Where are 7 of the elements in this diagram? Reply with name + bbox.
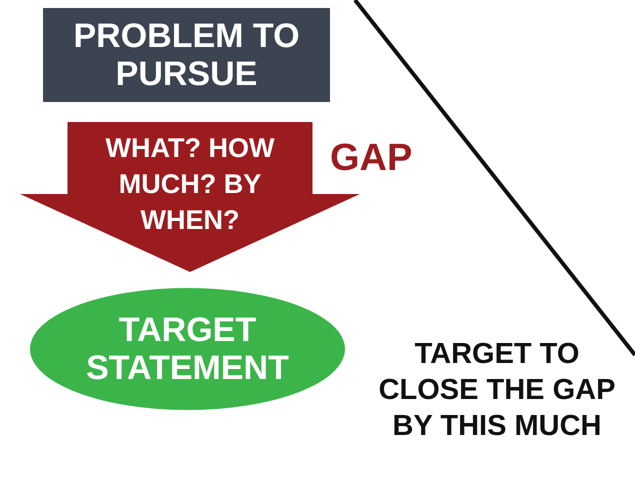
problem-box bbox=[43, 8, 330, 102]
gap-label: GAP bbox=[330, 136, 412, 180]
note-text: TARGET TO CLOSE THE GAP BY THIS MUCH bbox=[378, 337, 616, 444]
node-text: TARGET STATEMENT bbox=[85, 311, 290, 387]
block-arrow bbox=[20, 122, 360, 272]
node-text: PROBLEM TO PURSUE bbox=[72, 17, 301, 93]
edge-label: WHAT? HOW MUCH? BY WHEN? bbox=[104, 132, 276, 237]
